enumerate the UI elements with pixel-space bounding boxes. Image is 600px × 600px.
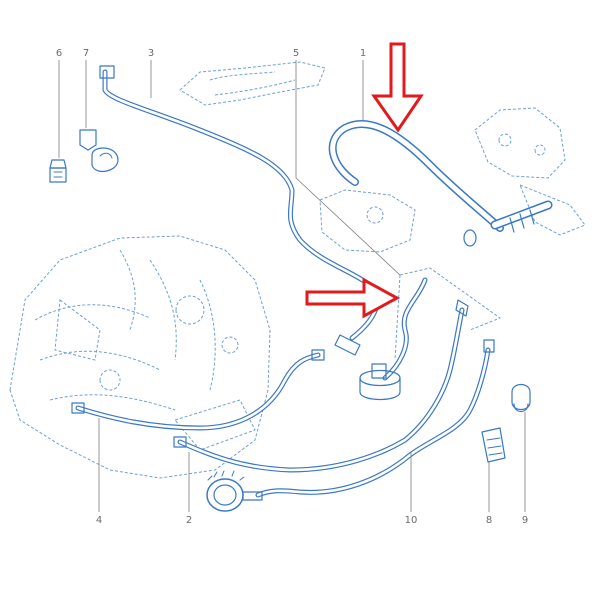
pedal-bracket-outline — [474, 107, 586, 236]
pipe-4 — [71, 349, 325, 431]
pipe-2 — [173, 299, 469, 473]
callout-9: 9 — [522, 515, 528, 526]
callout-5: 5 — [293, 48, 299, 59]
master-cylinder-outline — [179, 61, 326, 106]
callout-1: 1 — [360, 48, 366, 59]
assembly-box-outline — [394, 267, 502, 361]
leader-lines — [58, 60, 526, 512]
part-7-bracket — [79, 129, 119, 173]
slave-cylinder — [206, 470, 263, 512]
callout-10: 10 — [405, 515, 418, 526]
part-8-clip — [481, 427, 506, 463]
pipe-10 — [255, 339, 495, 498]
pipe-3 — [99, 65, 380, 356]
arrow-right-icon — [305, 277, 401, 319]
center-bracket-outline — [319, 189, 416, 253]
callout-3: 3 — [148, 48, 154, 59]
transmission-housing-outline — [9, 235, 271, 479]
callout-4: 4 — [96, 515, 102, 526]
callout-2: 2 — [186, 515, 192, 526]
callout-7: 7 — [83, 48, 89, 59]
arrow-down-icon — [371, 42, 424, 133]
part-9-clip — [511, 383, 531, 413]
hose-1 — [328, 120, 553, 247]
callout-8: 8 — [486, 515, 492, 526]
part-6-clip — [49, 159, 67, 183]
pipe-5-assembly — [359, 277, 428, 401]
callout-6: 6 — [56, 48, 62, 59]
